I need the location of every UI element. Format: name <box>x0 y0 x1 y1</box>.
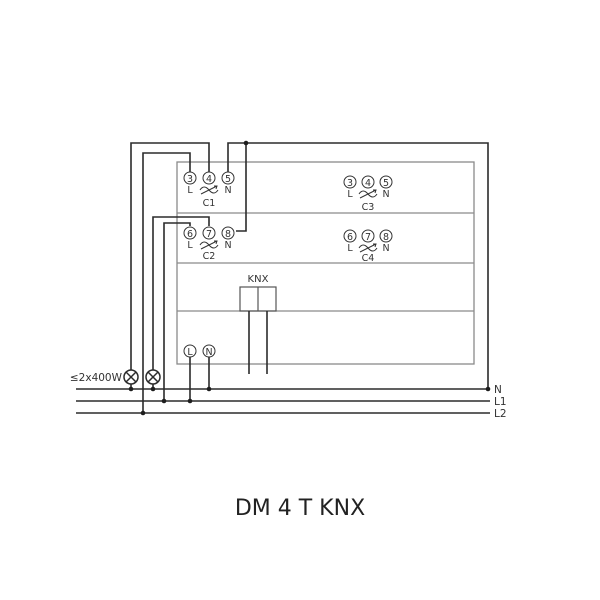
c2-output-wire <box>152 216 210 370</box>
knx-label: KNX <box>248 274 269 285</box>
terminal-8[interactable]: 8 <box>225 229 231 240</box>
dimmer-icon <box>199 185 219 195</box>
neutral-loop <box>227 142 489 389</box>
terminal-label-l: L <box>187 240 193 251</box>
terminal-5[interactable]: 5 <box>383 178 389 189</box>
bus-label-l2: L2 <box>494 408 507 420</box>
neutral-tap-c2 <box>236 143 247 232</box>
channel-c3: 3 4 5 L N C3 <box>343 175 393 213</box>
terminal-label-l: L <box>347 243 353 254</box>
channel-c4: 6 7 8 L N C4 <box>343 229 393 264</box>
terminal-3[interactable]: 3 <box>347 178 353 189</box>
channel-c2: 6 7 8 L N C2 <box>183 226 235 262</box>
bus-label-l1: L1 <box>494 396 507 408</box>
terminal-6[interactable]: 6 <box>347 232 353 243</box>
channel-c1: 3 4 5 L N C1 <box>183 171 235 209</box>
supply-terminals: L N <box>183 344 216 358</box>
terminal-7[interactable]: 7 <box>365 232 371 243</box>
terminal-5[interactable]: 5 <box>225 174 231 185</box>
channel-label: C2 <box>203 251 216 262</box>
terminal-6[interactable]: 6 <box>187 229 193 240</box>
channel-label: C4 <box>362 253 375 264</box>
dimmer-icon <box>358 243 378 253</box>
terminal-label-n: N <box>224 240 231 251</box>
dimmer-icon <box>358 189 378 199</box>
supply-terminal-l[interactable]: L <box>187 347 193 358</box>
lamp-cross-circle-icon <box>123 369 139 385</box>
load-rating-label: ≤2x400W <box>70 372 123 384</box>
terminal-8[interactable]: 8 <box>383 232 389 243</box>
junction-dots <box>128 140 491 416</box>
c1-output-wire <box>130 142 210 370</box>
terminal-label-l: L <box>347 189 353 200</box>
terminal-4[interactable]: 4 <box>365 178 371 189</box>
channel-label: C1 <box>203 198 216 209</box>
terminal-label-n: N <box>382 243 389 254</box>
terminal-4[interactable]: 4 <box>206 174 212 185</box>
knx-connector <box>239 286 277 312</box>
diagram-title: DM 4 T KNX <box>234 496 366 521</box>
device-housing <box>176 161 475 365</box>
dimmer-icon <box>199 240 219 250</box>
c1-line-wire <box>142 152 191 413</box>
bus-label-n: N <box>494 384 502 396</box>
supply-terminal-n[interactable]: N <box>205 347 212 358</box>
terminal-label-n: N <box>382 189 389 200</box>
terminal-3[interactable]: 3 <box>187 174 193 185</box>
channel-label: C3 <box>362 202 375 213</box>
lamp-cross-circle-icon <box>145 369 161 385</box>
terminal-label-n: N <box>224 185 231 196</box>
terminal-7[interactable]: 7 <box>206 229 212 240</box>
terminal-label-l: L <box>187 185 193 196</box>
wires <box>76 142 490 414</box>
c2-line-wire <box>163 222 191 401</box>
